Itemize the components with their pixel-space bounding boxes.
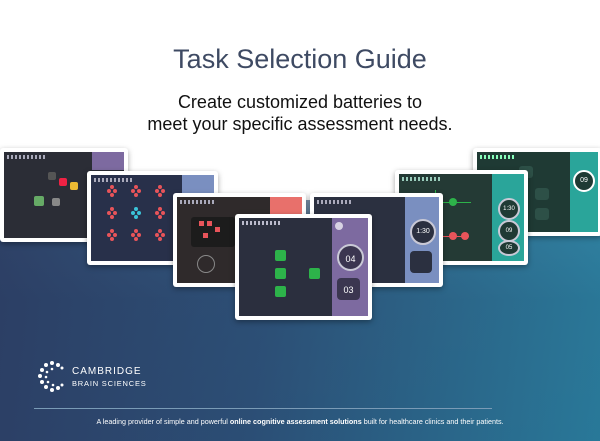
subtitle-line-1: Create customized batteries to bbox=[177, 92, 423, 112]
page-subtitle: Create customized batteries to meet your… bbox=[0, 91, 600, 135]
timer-badge: 1:30 bbox=[498, 198, 520, 220]
side-panel: 1:30 09 05 bbox=[492, 174, 524, 261]
side-panel: 04 03 bbox=[332, 218, 368, 316]
side-panel bbox=[182, 175, 214, 193]
path-node bbox=[449, 198, 457, 206]
side-panel: 09 bbox=[570, 152, 598, 232]
footer-suffix: built for healthcare clinics and their p… bbox=[361, 417, 504, 426]
top-bar-icons bbox=[480, 155, 516, 159]
score-badge: 03 bbox=[337, 278, 360, 300]
path-node bbox=[449, 232, 457, 240]
target-square bbox=[275, 268, 286, 279]
counter-badge: 09 bbox=[498, 220, 520, 242]
counter-badge: 05 bbox=[498, 240, 520, 256]
footer-tagline: A leading provider of simple and powerfu… bbox=[0, 417, 600, 426]
side-panel bbox=[92, 152, 124, 170]
brand-line-2: BRAIN SCIENCES bbox=[72, 379, 147, 388]
target-square bbox=[275, 286, 286, 297]
top-bar-icons bbox=[180, 200, 216, 204]
counter-badge: 09 bbox=[573, 170, 595, 192]
task-screenshot-5: 04 03 bbox=[235, 214, 372, 320]
top-bar-icons bbox=[317, 200, 353, 204]
top-bar-icons bbox=[242, 221, 280, 225]
brand-line-1: CAMBRIDGE bbox=[72, 366, 142, 377]
footer-divider bbox=[34, 408, 492, 409]
subtitle-line-2: meet your specific assessment needs. bbox=[147, 114, 453, 134]
brand-name: CAMBRIDGE BRAIN SCIENCES bbox=[72, 366, 147, 389]
footer-prefix: A leading provider of simple and powerfu… bbox=[96, 417, 230, 426]
dot-pattern-grid bbox=[107, 185, 165, 241]
footer-bold: online cognitive assessment solutions bbox=[229, 417, 362, 426]
cambridge-brain-sciences-logo-icon bbox=[38, 361, 64, 392]
path-node bbox=[461, 232, 469, 240]
top-bar-icons bbox=[7, 155, 47, 159]
top-bar-icons bbox=[402, 177, 440, 181]
counter-badge: 04 bbox=[337, 244, 364, 271]
counter-badge bbox=[410, 251, 432, 273]
side-panel bbox=[270, 197, 302, 215]
timer-badge: 1:30 bbox=[410, 219, 436, 245]
target-square bbox=[309, 268, 320, 279]
side-panel: 1:30 bbox=[405, 197, 439, 283]
page-title: Task Selection Guide bbox=[173, 44, 427, 74]
top-bar-icons bbox=[94, 178, 132, 182]
target-square bbox=[275, 250, 286, 261]
